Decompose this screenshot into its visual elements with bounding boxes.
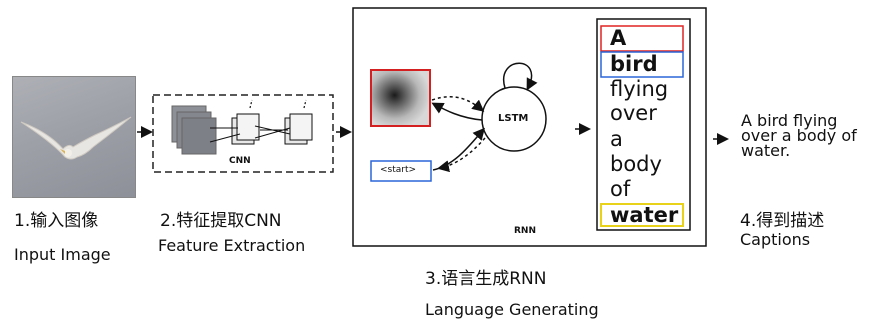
cnn-box <box>152 94 334 173</box>
highlight-water <box>600 203 684 227</box>
cnn-layer-1 <box>231 113 260 145</box>
lstm-cell <box>481 86 547 152</box>
caption-word: body <box>610 152 662 176</box>
step-2-label-en: Feature Extraction <box>158 236 306 255</box>
caption-word-column <box>596 18 691 231</box>
attention-map <box>370 69 431 127</box>
start-token-label: <start> <box>380 165 417 175</box>
caption-word: a <box>610 127 623 151</box>
caption-word: bird <box>610 52 658 76</box>
input-image <box>12 76 136 198</box>
bird-photo-icon <box>20 116 132 160</box>
lstm-label: LSTM <box>498 113 529 124</box>
caption-word: of <box>610 177 631 201</box>
caption-word: water <box>610 203 679 227</box>
step-3-label-en: Language Generating <box>425 300 599 319</box>
step-4-label-en: Captions <box>740 230 811 249</box>
output-caption-line: water. <box>741 141 791 160</box>
caption-word: A <box>610 26 627 50</box>
highlight-A <box>600 25 684 52</box>
output-caption: A bird flying over a body of water. <box>741 111 857 160</box>
step-1-label-cn: 1.输入图像 <box>14 211 99 231</box>
output-caption-line: A bird flying <box>741 111 838 130</box>
step-4-label-cn: 4.得到描述 <box>740 211 825 231</box>
step-2-label-cn: 2.特征提取CNN <box>160 211 282 231</box>
lstm-self-loop <box>502 62 538 91</box>
caption-word: flying <box>610 77 669 101</box>
cnn-layer-2 <box>284 113 313 145</box>
cnn-box-label: CNN <box>229 156 251 166</box>
step-1-label-en: Input Image <box>14 245 111 264</box>
output-caption-line: over a body of <box>741 126 857 145</box>
caption-word: over <box>610 101 657 125</box>
step-3-label-cn: 3.语言生成RNN <box>425 269 547 289</box>
highlight-bird <box>600 51 684 78</box>
start-token-box <box>370 160 432 182</box>
rnn-box-label: RNN <box>514 226 536 236</box>
